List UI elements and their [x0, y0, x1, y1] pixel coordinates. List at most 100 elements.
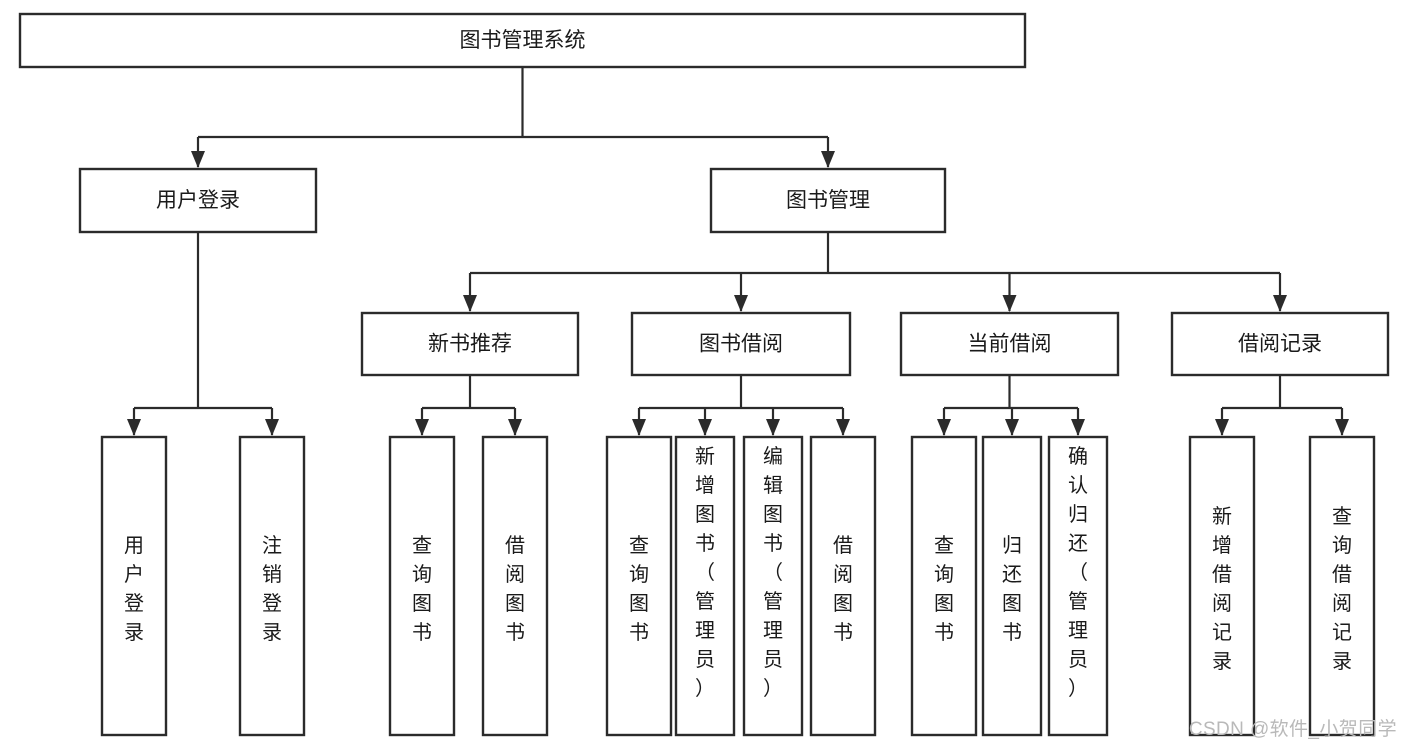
node-level2[interactable]: 用户登录	[78, 167, 318, 234]
leaf-label-char: 录	[124, 622, 144, 644]
node-box[interactable]	[605, 435, 673, 737]
leaf-label-char: 借	[833, 534, 853, 557]
node-label: 图书管理系统	[460, 29, 586, 52]
node-box[interactable]	[674, 435, 736, 737]
leaf-label-char: 户	[124, 563, 144, 586]
node-box[interactable]	[388, 435, 456, 737]
leaf-label-char: ）	[695, 677, 715, 700]
arrow-head-icon	[937, 419, 951, 436]
leaf-label-char: 借	[1212, 563, 1232, 586]
arrow-head-icon	[1002, 295, 1017, 312]
leaf-label-char: 阅	[833, 563, 853, 586]
arrow-head-icon	[698, 419, 712, 436]
arrow-head-icon	[821, 151, 835, 168]
node-box[interactable]	[78, 167, 318, 234]
arrow-head-icon	[1273, 295, 1287, 312]
node-box[interactable]	[981, 435, 1043, 737]
leaf-label-char: 增	[695, 474, 715, 497]
arrow-head-icon	[265, 419, 279, 436]
leaf-label-char: （	[695, 561, 715, 584]
node-box[interactable]	[742, 435, 804, 737]
leaf-label-char: 图	[505, 593, 525, 615]
node-leaf[interactable]: 用户登录	[100, 435, 168, 737]
node-label: 图书借阅	[699, 333, 783, 356]
leaf-label-char: 书	[934, 621, 954, 644]
leaf-label-char: 新	[1212, 505, 1232, 528]
arrow-head-icon	[1005, 419, 1019, 436]
node-box[interactable]	[1188, 435, 1256, 737]
leaf-label-char: 还	[1002, 563, 1022, 586]
leaf-label-char: 记	[1212, 621, 1232, 644]
node-box[interactable]	[1047, 435, 1109, 737]
node-box[interactable]	[709, 167, 947, 234]
csdn-watermark: CSDN @软件_小贺同学	[1188, 719, 1397, 740]
node-box[interactable]	[100, 435, 168, 737]
leaf-label-char: 管	[763, 590, 783, 613]
node-box[interactable]	[1308, 435, 1376, 737]
leaf-label-char: 管	[1068, 590, 1088, 613]
leaf-label-char: 阅	[1212, 592, 1232, 615]
leaf-label-char: 录	[262, 622, 282, 644]
leaf-label-char: ）	[1068, 677, 1088, 700]
leaf-label-char: 辑	[763, 474, 783, 497]
leaf-label-char: 图	[1002, 593, 1022, 615]
leaf-label-char: 员	[1068, 649, 1088, 671]
leaf-label-char: 询	[1332, 534, 1352, 557]
arrow-head-icon	[127, 419, 141, 436]
leaf-label-char: 新	[695, 445, 715, 468]
leaf-label-char: 询	[629, 563, 649, 586]
arrow-head-icon	[191, 151, 205, 168]
node-box[interactable]	[809, 435, 877, 737]
leaf-label-char: 书	[412, 621, 432, 644]
leaf-label-char: 理	[763, 620, 783, 642]
leaf-label-char: 销	[262, 563, 282, 586]
leaf-label-char: 图	[934, 593, 954, 615]
node-level3[interactable]: 新书推荐	[360, 311, 580, 377]
node-box[interactable]	[238, 435, 306, 737]
node-level3[interactable]: 当前借阅	[899, 311, 1120, 377]
node-level2[interactable]: 图书管理	[709, 167, 947, 234]
leaf-label-char: 查	[1332, 505, 1352, 528]
node-box[interactable]	[630, 311, 852, 377]
node-box[interactable]	[910, 435, 978, 737]
leaf-label-char: 书	[695, 532, 715, 555]
node-box[interactable]	[1170, 311, 1390, 377]
node-box[interactable]	[18, 12, 1027, 69]
leaf-label-char: 理	[1068, 620, 1088, 642]
leaf-label-char: 书	[763, 532, 783, 555]
arrow-head-icon	[1335, 419, 1349, 436]
leaf-label-char: ）	[763, 677, 783, 700]
node-level3[interactable]: 借阅记录	[1170, 311, 1390, 377]
arrow-head-icon	[766, 419, 780, 436]
leaf-label-char: 记	[1332, 621, 1352, 644]
arrow-head-icon	[1071, 419, 1085, 436]
node-root[interactable]: 图书管理系统	[18, 12, 1027, 69]
leaf-label-char: 员	[763, 649, 783, 671]
leaf-label-char: 管	[695, 590, 715, 613]
node-level3[interactable]: 图书借阅	[630, 311, 852, 377]
nodes-layer: 图书管理系统用户登录图书管理新书推荐图书借阅当前借阅借阅记录用户登录注销登录查询…	[18, 12, 1390, 737]
leaf-label-char: 注	[262, 534, 282, 557]
node-box[interactable]	[899, 311, 1120, 377]
arrow-head-icon	[508, 419, 522, 436]
leaf-label-char: 登	[262, 592, 282, 615]
node-box[interactable]	[481, 435, 549, 737]
leaf-label-char: 确	[1068, 445, 1088, 468]
leaf-label-char: 阅	[505, 563, 525, 586]
leaf-label-char: 图	[763, 504, 783, 526]
node-box[interactable]	[360, 311, 580, 377]
